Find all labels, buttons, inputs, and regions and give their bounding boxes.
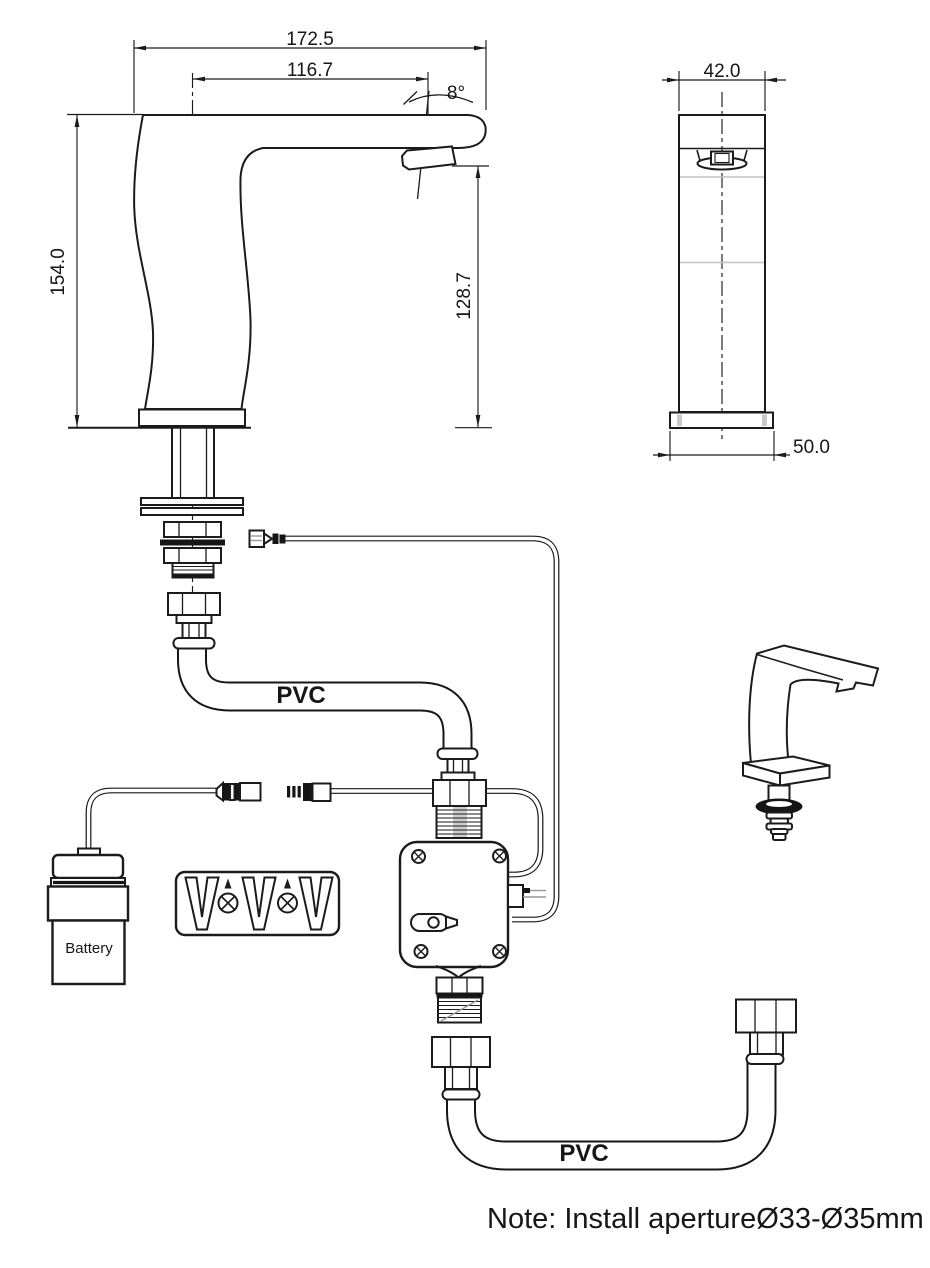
hose-top-fitting-lower — [432, 747, 487, 839]
union-nut — [432, 779, 487, 807]
washer-plate-2 — [140, 507, 244, 516]
aerator-front — [696, 149, 748, 171]
installation-diagram: PVC PVC — [46, 426, 797, 1171]
base-shade-left — [677, 414, 682, 426]
v-slot-2 — [241, 876, 277, 931]
battery-socket-connector — [287, 782, 332, 802]
rubber-washer — [160, 539, 225, 546]
sensor-wire — [281, 535, 560, 923]
spout-crease — [756, 653, 844, 681]
dim-label-outlet-height: 128.7 — [454, 272, 475, 320]
control-box — [398, 840, 546, 979]
battery-label: Battery — [65, 940, 113, 957]
dimension-outlet-height: 128.7 — [452, 165, 492, 429]
keyhole-slot — [410, 913, 458, 932]
inlet-threads — [435, 805, 483, 839]
dimension-total-height: 154.0 — [48, 113, 143, 427]
bracket-screw-2 — [277, 892, 298, 914]
dimension-base-depth: 50.0 — [653, 431, 830, 461]
washer-plate-1 — [140, 497, 244, 506]
v-slot-1 — [184, 876, 220, 931]
side-view: 172.5 116.7 154.0 128.7 — [48, 29, 492, 600]
arrow-up-1 — [224, 878, 232, 889]
dim-label-base-depth: 50.0 — [793, 437, 830, 458]
dim-label-total-height: 154.0 — [48, 248, 69, 296]
v-slot-3 — [298, 876, 334, 931]
faucet-perspective-outline — [748, 644, 880, 770]
screw-bottom-left — [413, 944, 429, 959]
mounting-nut-lower — [163, 547, 222, 564]
mounting-nut-upper — [163, 521, 222, 538]
sensor-spade-connector — [248, 529, 286, 548]
hose-top-fitting-upper — [167, 592, 221, 650]
note-text: Note: Install apertureØ33-Ø35mm — [487, 1203, 924, 1235]
perspective-base — [742, 755, 831, 787]
dimension-body-width: 42.0 — [662, 61, 786, 111]
dim-label-body-width: 42.0 — [704, 61, 741, 82]
dim-label-total-length: 172.5 — [286, 29, 334, 50]
hose-top-pvc: PVC — [177, 646, 473, 750]
hose-bottom-pvc: PVC — [446, 1062, 777, 1171]
hose-bottom-fitting-right — [735, 998, 797, 1065]
hose-top-label: PVC — [276, 682, 325, 709]
screw-bottom-right — [492, 944, 507, 959]
battery-plug-connector — [215, 780, 262, 803]
battery-wire — [85, 787, 544, 878]
hose-bottom-fitting-left — [431, 1036, 491, 1101]
arrow-up-2 — [284, 878, 291, 889]
front-view: 42.0 50.0 — [653, 61, 830, 461]
aerator-side — [400, 145, 457, 171]
base-shade-right — [762, 414, 767, 426]
outlet-fitting — [435, 976, 484, 1024]
perspective-view — [742, 644, 880, 841]
dimension-total-length: 172.5 — [133, 29, 487, 113]
screw-top-left — [411, 849, 426, 864]
dimension-spout-reach: 116.7 — [193, 60, 429, 140]
faucet-base-side — [138, 408, 246, 427]
perspective-shank — [755, 784, 803, 841]
gasket-bracket — [174, 870, 341, 937]
wire-terminal-tab — [507, 884, 546, 908]
faucet-side-outline — [133, 114, 487, 410]
battery: Battery — [46, 847, 130, 986]
threaded-tail — [171, 562, 215, 579]
bracket-screw-1 — [217, 892, 239, 914]
screw-top-right — [492, 848, 507, 864]
faucet-shank — [140, 426, 244, 579]
hose-bottom-label: PVC — [559, 1140, 608, 1167]
dim-label-spout-angle: 8° — [447, 83, 465, 104]
dim-label-spout-reach: 116.7 — [287, 60, 333, 81]
faucet-base-front — [669, 411, 774, 429]
